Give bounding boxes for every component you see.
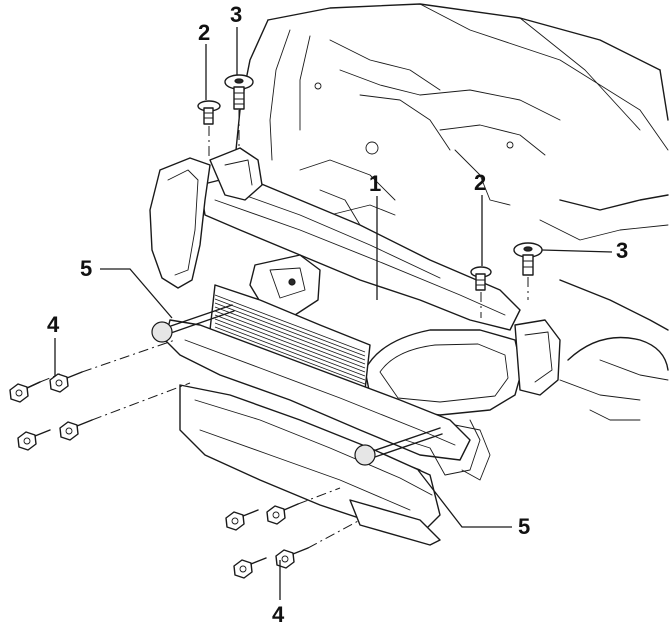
bolt-4-left-2 xyxy=(49,371,83,393)
radiator-fin-line xyxy=(214,322,366,381)
radiator-fin-line xyxy=(214,326,366,385)
bolt-4-bottom-3 xyxy=(233,557,267,579)
radiator-fin-line xyxy=(214,306,366,365)
leader-lines xyxy=(54,27,613,600)
clip-3-right xyxy=(513,242,543,300)
car-body-outline xyxy=(235,3,669,421)
bolt-4-bottom-4 xyxy=(275,547,309,569)
upper-cross-member xyxy=(199,174,521,331)
radiator-fin-line xyxy=(214,314,366,373)
bumper-carrier xyxy=(164,319,491,546)
radiator-fin-line xyxy=(214,310,366,369)
callout-5-left: 5 xyxy=(80,256,93,281)
callout-5-right: 5 xyxy=(518,514,531,539)
callout-2-right: 2 xyxy=(474,170,487,195)
guide-rod-left xyxy=(151,304,235,343)
callout-2-top-left: 2 xyxy=(198,20,211,45)
clip-2-top-left xyxy=(197,100,221,160)
callout-3-top-left: 3 xyxy=(230,2,243,27)
callout-1: 1 xyxy=(369,171,382,196)
bolt-4-bottom-2 xyxy=(266,503,299,525)
bolt-4-bottom-1 xyxy=(225,509,259,531)
radiator-fin-line xyxy=(214,294,366,353)
callout-4-bottom: 4 xyxy=(272,602,285,627)
radiator-fin-line xyxy=(214,302,366,361)
callout-4-left: 4 xyxy=(47,312,60,337)
radiator-fin-line xyxy=(214,298,366,357)
bolt-4-left-4 xyxy=(59,419,93,441)
callout-3-right: 3 xyxy=(616,238,629,263)
guide-rod-right xyxy=(354,427,443,466)
left-headlamp xyxy=(149,147,263,289)
radiator-fin-line xyxy=(214,318,366,377)
bolt-4-left-3 xyxy=(17,429,51,451)
clip-3-top-left xyxy=(224,74,254,150)
right-headlamp xyxy=(364,319,561,416)
clip-2-right xyxy=(470,266,492,318)
bolt-4-left-1 xyxy=(9,381,41,403)
